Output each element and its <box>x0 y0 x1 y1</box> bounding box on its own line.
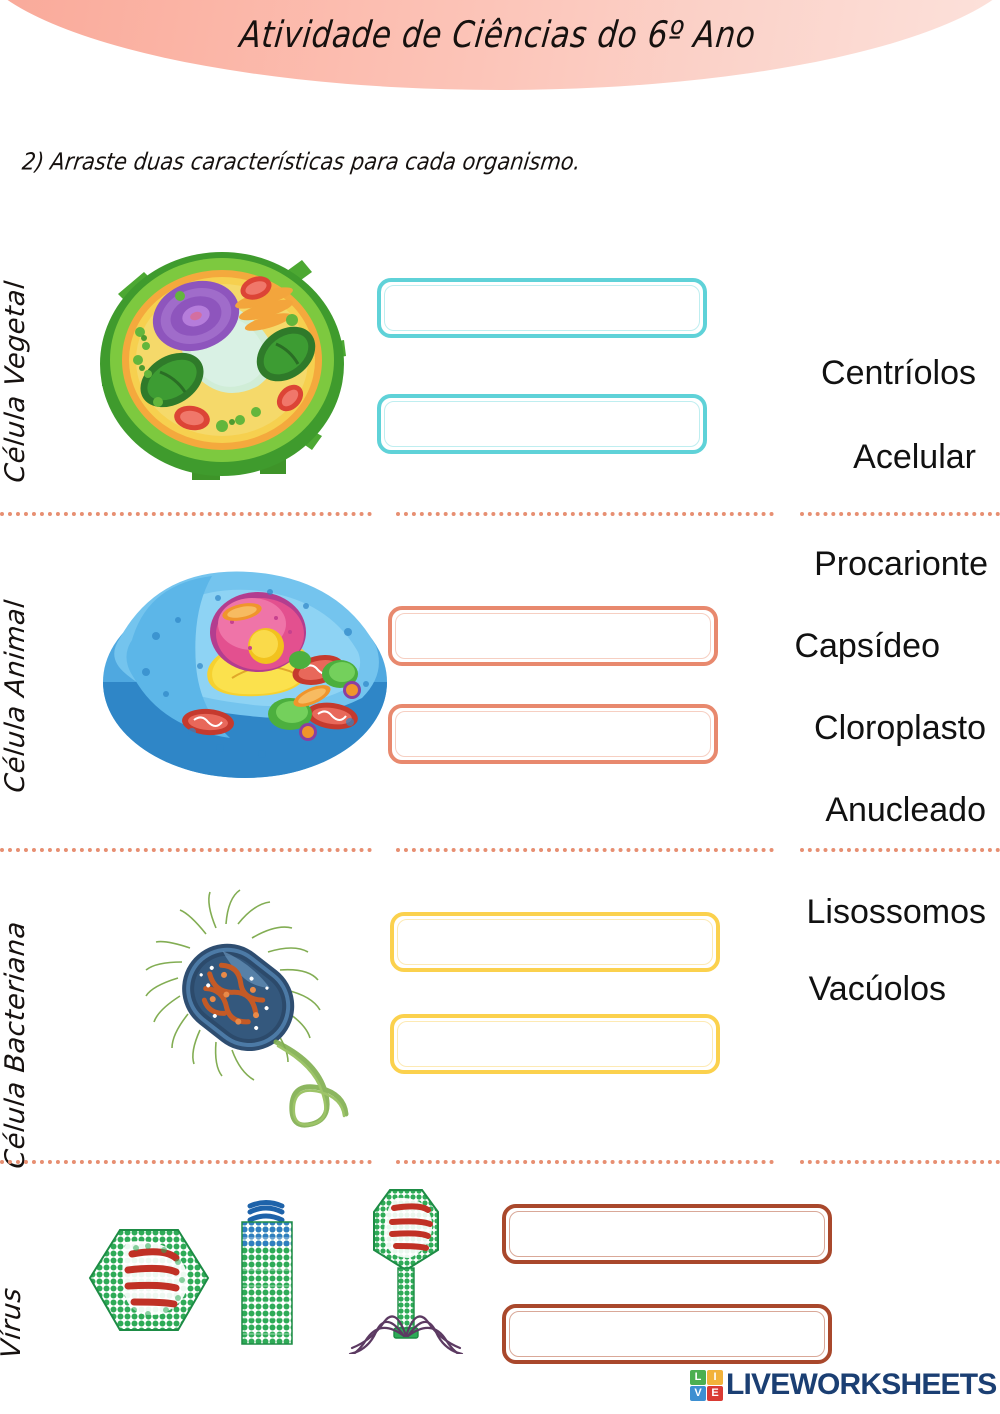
row-divider-2 <box>0 848 1000 852</box>
liveworksheets-logo[interactable]: L I V E LIVEWORKSHEETS <box>690 1368 997 1406</box>
logo-tile-l: L <box>690 1370 706 1385</box>
drop-zone-plant-1-inner <box>384 285 700 331</box>
exercise-row-bacteria-cell: Célula Bacteriana <box>0 856 1000 1170</box>
divider-segment-middle <box>396 512 774 516</box>
drop-zone-bacteria-1-inner <box>397 919 713 965</box>
divider-segment-middle <box>396 1160 774 1164</box>
page-header <box>0 0 1000 92</box>
divider-segment-left <box>0 848 372 852</box>
row-label-virus: Vírus <box>0 1286 27 1361</box>
word-bank-item-acelular[interactable]: Acelular <box>853 438 976 476</box>
drop-zone-plant-1[interactable] <box>377 278 707 338</box>
liveworksheets-logo-text: LIVEWORKSHEETS <box>726 1368 997 1401</box>
word-bank-item-centriolos[interactable]: Centríolos <box>821 354 976 392</box>
word-bank-item-capsideo[interactable]: Capsídeo <box>794 627 940 665</box>
drop-zone-plant-2[interactable] <box>377 394 707 454</box>
divider-segment-right <box>800 848 1000 852</box>
logo-tile-i: I <box>707 1370 723 1385</box>
drop-zone-bacteria-2[interactable] <box>390 1014 720 1074</box>
divider-segment-middle <box>396 848 774 852</box>
logo-tile-e: E <box>707 1386 723 1401</box>
word-bank-item-lisossomos[interactable]: Lisossomos <box>806 893 986 931</box>
word-bank-item-procarionte[interactable]: Procarionte <box>814 545 988 583</box>
virus-bacteriophage-illustration <box>348 1189 464 1354</box>
virus-rod-illustration <box>241 1200 293 1345</box>
row-divider-1 <box>0 512 1000 516</box>
drop-zone-bacteria-2-inner <box>397 1021 713 1067</box>
instruction-text: 2) Arraste duas características para cad… <box>20 148 583 175</box>
plant-cell-illustration <box>100 252 346 480</box>
logo-tile-v: V <box>690 1386 706 1401</box>
drop-zone-bacteria-1[interactable] <box>390 912 720 972</box>
word-bank-item-cloroplasto[interactable]: Cloroplasto <box>814 709 986 747</box>
drop-zone-virus-2-inner <box>509 1311 825 1357</box>
drop-zone-virus-1-inner <box>509 1211 825 1257</box>
exercise-row-virus: Vírus <box>0 1178 1000 1364</box>
exercise-row-animal-cell: Célula Animal <box>0 520 1000 840</box>
divider-segment-right <box>800 1160 1000 1164</box>
drop-zone-animal-1[interactable] <box>388 606 718 666</box>
drop-zone-virus-2[interactable] <box>502 1304 832 1364</box>
word-bank-item-vacuolos[interactable]: Vacúolos <box>808 970 946 1008</box>
drop-zone-animal-2[interactable] <box>388 704 718 764</box>
virus-icosahedral-illustration <box>88 1229 210 1331</box>
liveworksheets-logo-tiles: L I V E <box>690 1370 724 1402</box>
drop-zone-virus-1[interactable] <box>502 1204 832 1264</box>
word-bank-item-anucleado[interactable]: Anucleado <box>825 791 986 829</box>
drop-zone-animal-1-inner <box>395 613 711 659</box>
row-divider-3 <box>0 1160 1000 1164</box>
exercise-row-plant-cell: Célula Vegetal <box>0 218 1000 508</box>
drop-zone-plant-2-inner <box>384 401 700 447</box>
animal-cell-illustration <box>103 571 387 778</box>
drop-zone-animal-2-inner <box>395 711 711 757</box>
page-title: Atividade de Ciências do 6º Ano <box>237 14 758 57</box>
divider-segment-right <box>800 512 1000 516</box>
divider-segment-left <box>0 1160 372 1164</box>
divider-segment-left <box>0 512 372 516</box>
bacteria-cell-illustration <box>145 889 349 1128</box>
